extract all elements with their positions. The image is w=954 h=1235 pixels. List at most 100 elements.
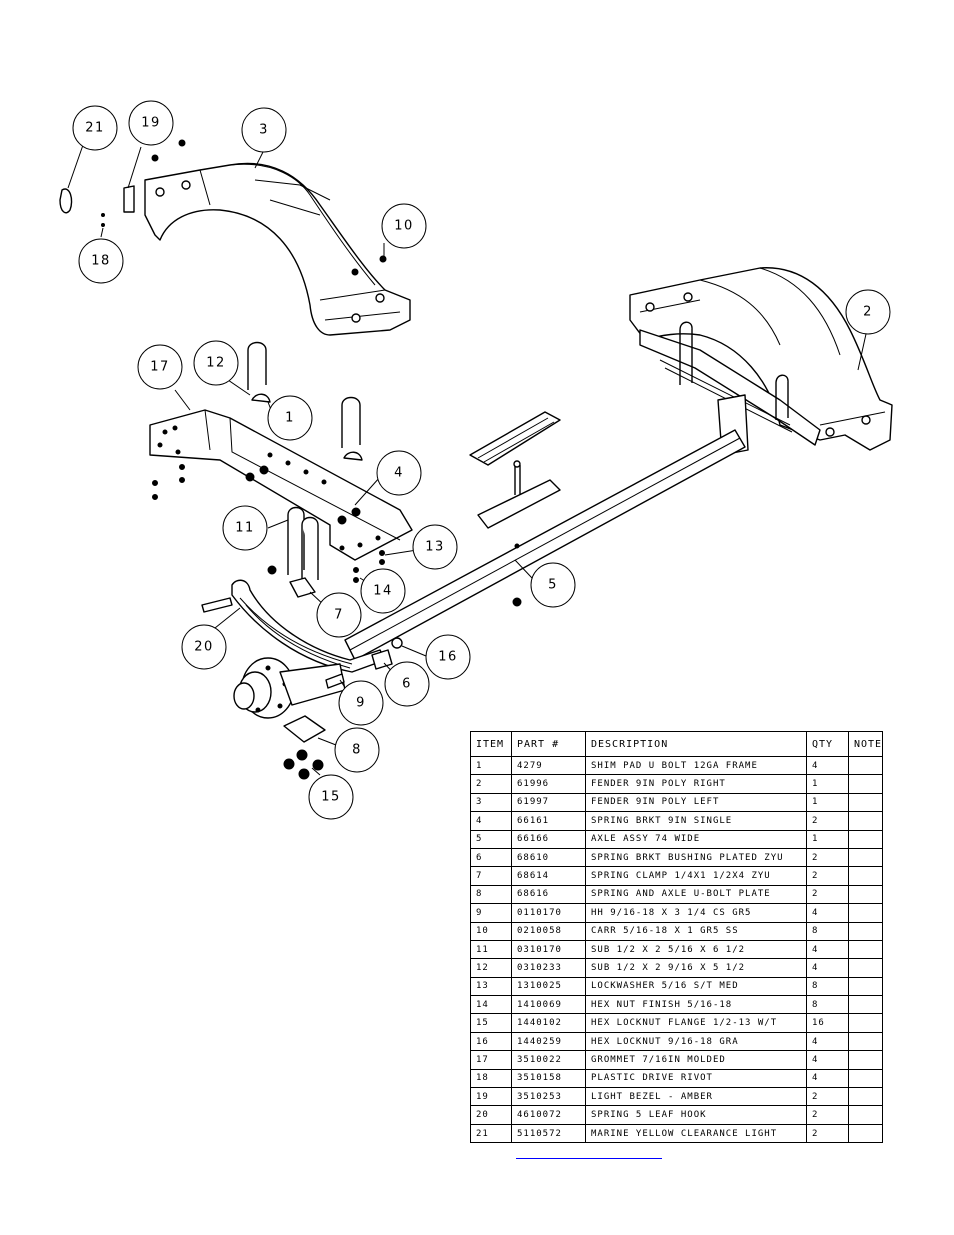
callout-circle (222, 505, 268, 551)
cell-note (847, 1105, 884, 1125)
cell-item: 14 (470, 995, 512, 1015)
cell-note (847, 1031, 884, 1052)
footer-link-underline[interactable] (516, 1144, 662, 1159)
cell-item: 3 (470, 792, 512, 813)
spring-clamp (289, 577, 316, 598)
callout-label: 2 (863, 305, 873, 320)
cell-item: 15 (470, 1013, 512, 1033)
callout-13: 13 (412, 524, 458, 570)
cell-part: 1410069 (511, 995, 586, 1015)
right-spring-assembly (639, 321, 821, 456)
cell-qty: 8 (806, 995, 849, 1015)
table-header-row: ITEM PART # DESCRIPTION QTY NOTE (470, 731, 884, 757)
callout-circle (530, 562, 576, 608)
callout-circle (360, 568, 406, 614)
callout-circle (412, 524, 458, 570)
cell-part: 5110572 (511, 1123, 586, 1144)
leader-lines (67, 144, 867, 776)
cell-qty: 1 (806, 829, 849, 849)
callout-20: 20 (181, 624, 227, 670)
cell-note (847, 866, 884, 886)
cell-qty: 4 (806, 939, 849, 960)
cell-qty: 4 (806, 755, 849, 776)
shim-pad (343, 451, 363, 461)
cell-qty: 4 (806, 1031, 849, 1052)
cell-description: HH 9/16-18 X 3 1/4 CS GR5 (585, 903, 807, 923)
callout-circle (338, 680, 384, 726)
callout-label: 7 (334, 608, 344, 623)
callout-circle (241, 107, 287, 153)
cell-qty: 16 (806, 1013, 849, 1033)
cell-note (847, 1013, 884, 1033)
callout-11: 11 (222, 505, 268, 551)
cell-part: 1310025 (511, 976, 586, 997)
cell-note (847, 1068, 884, 1089)
cell-item: 6 (470, 847, 512, 868)
callout-circle (381, 203, 427, 249)
cell-note (847, 829, 884, 849)
cell-item: 16 (470, 1031, 512, 1052)
callout-18: 18 (78, 238, 124, 284)
cell-description: HEX NUT FINISH 5/16-18 (585, 995, 807, 1015)
cell-item: 2 (470, 774, 512, 794)
callout-label: 6 (402, 677, 412, 692)
cell-note (847, 811, 884, 831)
callout-label: 11 (235, 521, 255, 536)
cell-item: 10 (470, 921, 512, 941)
callout-circle (137, 344, 183, 390)
cell-part: 4610072 (511, 1105, 586, 1125)
callout-circle (425, 634, 471, 680)
cell-part: 66161 (511, 811, 586, 831)
cell-description: HEX LOCKNUT FLANGE 1/2-13 W/T (585, 1013, 807, 1033)
callout-label: 1 (285, 411, 295, 426)
cell-description: SHIM PAD U BOLT 12GA FRAME (585, 755, 807, 776)
header-item: ITEM (470, 731, 512, 757)
callout-6: 6 (384, 661, 430, 707)
callout-12: 12 (193, 340, 239, 386)
cell-part: 1440259 (511, 1031, 586, 1052)
cell-description: HEX LOCKNUT 9/16-18 GRA (585, 1031, 807, 1052)
callout-label: 14 (373, 584, 393, 599)
cell-note (847, 903, 884, 923)
cell-part: 1440102 (511, 1013, 586, 1033)
u-bolts (247, 341, 361, 585)
cell-note (847, 847, 884, 868)
callout-14: 14 (360, 568, 406, 614)
cell-qty: 2 (806, 1105, 849, 1125)
callout-circle (72, 105, 118, 151)
callout-label: 13 (425, 540, 445, 555)
callout-label: 20 (194, 640, 214, 655)
cell-description: SPRING AND AXLE U-BOLT PLATE (585, 884, 807, 905)
cell-part: 68610 (511, 847, 586, 868)
callout-7: 7 (316, 592, 362, 638)
cell-description: FENDER 9IN POLY LEFT (585, 792, 807, 813)
callout-label: 17 (150, 360, 170, 375)
cell-qty: 4 (806, 903, 849, 923)
cell-part: 61997 (511, 792, 586, 813)
callout-10: 10 (381, 203, 427, 249)
callout-16: 16 (425, 634, 471, 680)
callout-label: 8 (352, 743, 362, 758)
cell-note (847, 995, 884, 1015)
cell-description: SUB 1/2 X 2 5/16 X 6 1/2 (585, 939, 807, 960)
cell-note (847, 755, 884, 776)
cell-qty: 8 (806, 921, 849, 941)
callout-8: 8 (334, 727, 380, 773)
callout-21: 21 (72, 105, 118, 151)
cell-qty: 2 (806, 811, 849, 831)
callout-17: 17 (137, 344, 183, 390)
cell-item: 7 (470, 866, 512, 886)
cell-qty: 2 (806, 847, 849, 868)
cell-part: 0310170 (511, 939, 586, 960)
clearance-light (59, 188, 73, 214)
cell-description: LOCKWASHER 5/16 S/T MED (585, 976, 807, 997)
callout-circle (193, 340, 239, 386)
cell-item: 13 (470, 976, 512, 997)
